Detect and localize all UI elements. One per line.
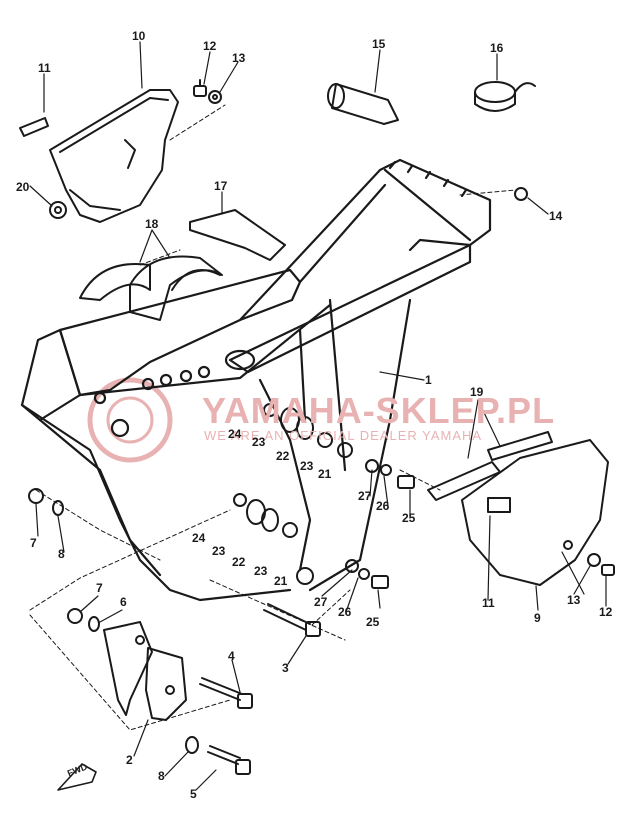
forward-arrow-icon	[57, 763, 97, 791]
callout-6: 6	[120, 595, 127, 609]
callout-9: 9	[534, 611, 541, 625]
callout-2: 2	[126, 753, 133, 767]
callout-7: 7	[96, 581, 103, 595]
washer-8-bottom	[185, 736, 199, 754]
callout-11: 11	[482, 596, 495, 610]
callout-22: 22	[276, 449, 290, 463]
leader-lines	[29, 41, 607, 791]
callout-25: 25	[366, 615, 380, 629]
callout-21: 21	[318, 467, 332, 481]
bolt-5	[207, 745, 251, 775]
clamp-16	[474, 81, 536, 112]
callout-8: 8	[158, 769, 165, 783]
callout-19: 19	[470, 385, 484, 399]
engine-mount-lower	[233, 493, 389, 589]
nut-14	[514, 187, 528, 201]
callout-17: 17	[214, 179, 228, 193]
watermark-text: YAMAHA-SKLEP.PL	[202, 390, 556, 431]
callout-27: 27	[314, 595, 328, 609]
callout-24: 24	[192, 531, 206, 545]
callout-21: 21	[274, 574, 288, 588]
callout-23: 23	[254, 564, 268, 578]
callout-4: 4	[228, 649, 235, 663]
callout-5: 5	[190, 787, 197, 801]
callout-12: 12	[203, 39, 217, 53]
watermark-subtext: WE ARE AN OFFICIAL DEALER YAMAHA	[204, 428, 483, 443]
callout-12: 12	[599, 605, 613, 619]
plate-17	[189, 209, 286, 261]
callout-14: 14	[549, 209, 563, 223]
callout-3: 3	[282, 661, 289, 675]
bolt-4	[199, 677, 253, 709]
engine-mount-upper	[263, 403, 415, 489]
main-frame	[20, 158, 492, 602]
callout-13: 13	[232, 51, 246, 65]
callout-25: 25	[402, 511, 416, 525]
callout-27: 27	[358, 489, 372, 503]
callout-11: 11	[38, 61, 51, 75]
washer-13-top	[208, 90, 222, 104]
callout-7: 7	[30, 536, 37, 550]
callout-22: 22	[232, 555, 246, 569]
callout-1: 1	[425, 373, 432, 387]
washer-13-right	[587, 553, 601, 567]
callout-10: 10	[132, 29, 146, 43]
callout-23: 23	[252, 435, 266, 449]
callout-26: 26	[376, 499, 390, 513]
callout-24: 24	[228, 427, 242, 441]
callout-8: 8	[58, 547, 65, 561]
callout-15: 15	[372, 37, 386, 51]
side-cover-right	[461, 439, 609, 586]
washer-8-left	[52, 500, 64, 516]
watermark-logo-icon	[87, 377, 173, 463]
nut-7-left	[28, 488, 44, 504]
rubber-tube-15	[327, 83, 399, 125]
bolt-3	[263, 603, 321, 637]
engine-plate	[103, 621, 187, 721]
guide-lines	[29, 104, 516, 731]
washer-6	[88, 616, 100, 632]
callout-23: 23	[212, 544, 226, 558]
callout-20: 20	[16, 180, 30, 194]
rubber-guards-18	[79, 255, 223, 321]
grommet-20	[49, 201, 67, 219]
decal-strip	[19, 117, 49, 137]
nut-7-bottom	[67, 608, 83, 624]
callout-13: 13	[567, 593, 581, 607]
side-cover-left	[49, 89, 179, 223]
callout-16: 16	[490, 41, 504, 55]
callout-23: 23	[300, 459, 314, 473]
callout-26: 26	[338, 605, 352, 619]
bolt-12-right	[601, 564, 615, 576]
bolt-12-top	[193, 79, 207, 97]
callout-18: 18	[145, 217, 159, 231]
